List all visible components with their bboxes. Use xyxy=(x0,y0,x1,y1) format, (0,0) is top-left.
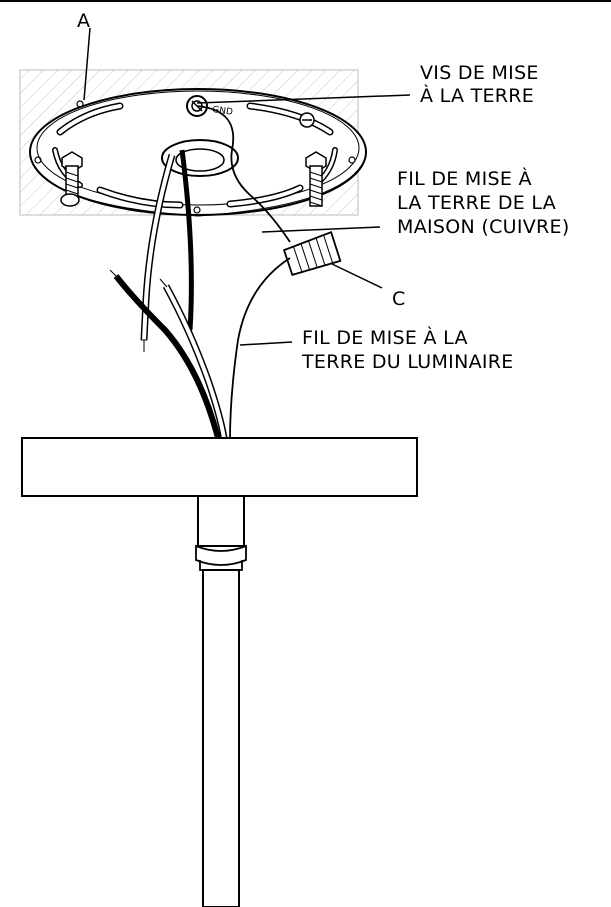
fixture-stem xyxy=(195,495,247,907)
label-fixture-ground-line-2: TERRE DU LUMINAIRE xyxy=(301,351,514,373)
mounting-bracket xyxy=(29,88,367,217)
leader-ground-screw xyxy=(196,94,411,104)
leader-fixture-ground-wire xyxy=(239,341,293,346)
label-ground-screw-line-2: À LA TERRE xyxy=(420,84,534,107)
supply-wires xyxy=(140,149,194,352)
fixture-wires xyxy=(109,269,228,439)
label-fixture-ground-line-1: FIL DE MISE À LA xyxy=(302,326,468,349)
fixture-ground-wire xyxy=(229,257,291,441)
bracket-gnd-marking: GND xyxy=(212,105,234,118)
label-house-ground-line-2: LA TERRE DE LA xyxy=(397,192,556,214)
label-house-ground-line-1: FIL DE MISE À xyxy=(397,167,532,190)
leader-a xyxy=(83,27,91,101)
mounting-screw-left xyxy=(60,151,83,207)
wire-connector xyxy=(282,231,342,276)
fixture-canopy xyxy=(21,437,418,497)
label-house-ground-line-3: MAISON (CUIVRE) xyxy=(397,216,570,238)
label-ground-screw-line-1: VIS DE MISE xyxy=(420,62,539,84)
house-ground-wire xyxy=(196,105,291,243)
bracket-screw-small xyxy=(299,112,315,128)
leader-house-ground-wire xyxy=(261,226,381,233)
label-c: C xyxy=(392,288,406,310)
mounting-screw-right xyxy=(305,151,327,207)
leader-c xyxy=(331,263,383,289)
label-a: A xyxy=(77,10,90,32)
